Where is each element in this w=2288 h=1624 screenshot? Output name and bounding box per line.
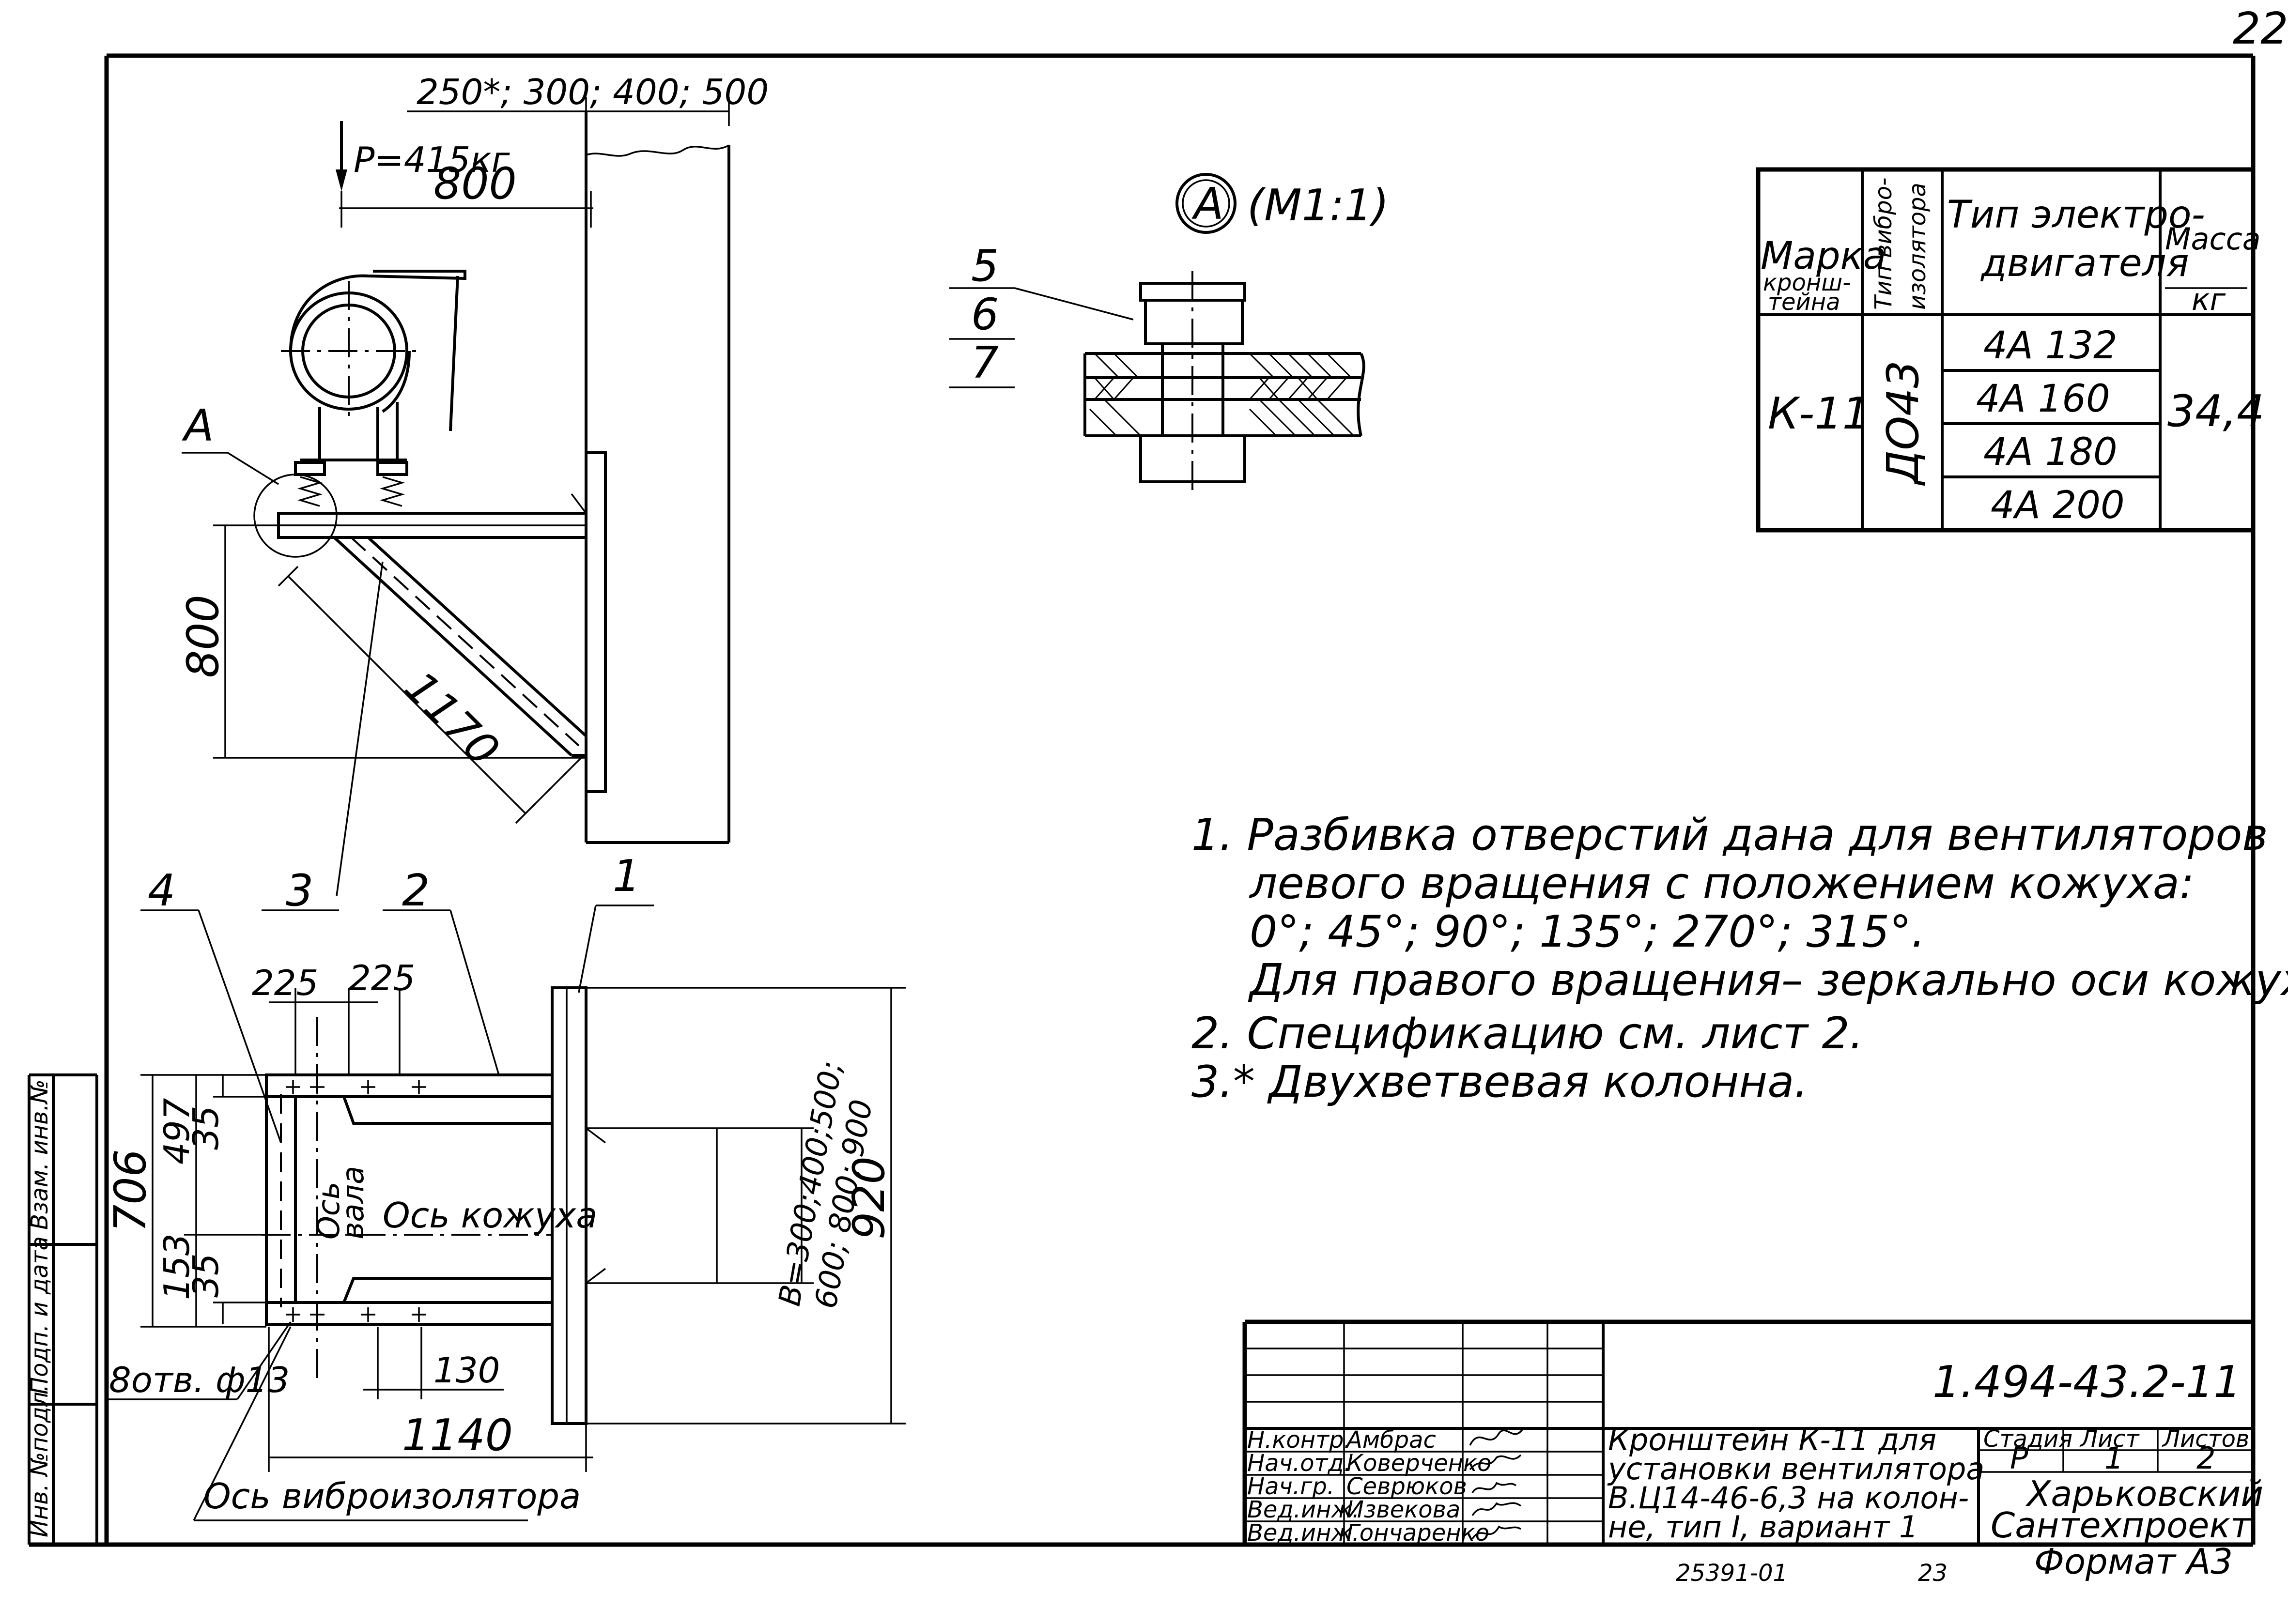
note-line-1: 1. Разбивка отверстий дана для вентилято… (1191, 810, 2268, 860)
cell-isolator: ДО43 (1878, 360, 1929, 486)
dim-1170: 1170 (394, 661, 509, 776)
name-4: Извекова (1346, 1496, 1460, 1523)
side-view: 250*; 300; 400; 500 P=415кг 800 (178, 72, 769, 896)
doc-code: 1.494-43.2-11 (1932, 1357, 2242, 1408)
hdr-mass: Масса (2165, 221, 2261, 257)
title-line-4: не, тип I, вариант 1 (1608, 1509, 1918, 1545)
dim-706: 706 (105, 1149, 156, 1232)
note-line-3: 0°; 45°; 90°; 135°; 270°; 315°. (1250, 906, 1925, 957)
footer-archive: 25391-01 (1676, 1560, 1788, 1587)
pos-3: 3 (286, 865, 313, 916)
dim-1140: 1140 (402, 1410, 513, 1461)
notes: 1. Разбивка отверстий дана для вентилято… (1191, 810, 2288, 1107)
role-3: Нач.гр. (1247, 1473, 1334, 1500)
stage-value: Р (2010, 1440, 2028, 1476)
cell-motor-3: 4А 180 (1983, 430, 2118, 474)
detail-pos-7: 7 (971, 337, 999, 388)
name-5: Гончаренко (1346, 1519, 1489, 1547)
cell-motor-4: 4А 200 (1991, 484, 2125, 527)
detail-a-label: A (1191, 179, 1224, 230)
axis-shaft-1: Ось (311, 1182, 346, 1240)
hdr-iso-1: Тип вибро- (1870, 178, 1897, 310)
axis-shaft-2: вала (335, 1166, 371, 1240)
dim-225-a: 225 (252, 963, 318, 1003)
cell-motor-2: 4А 160 (1976, 377, 2110, 421)
hdr-mark-2: кронш- (1763, 269, 1851, 296)
footer-format: Формат А3 (2034, 1541, 2233, 1582)
callout-a: A (182, 400, 214, 451)
title-line-2: установки вентилятора (1607, 1451, 1984, 1486)
title-line-1: Кронштейн К-11 для (1608, 1422, 1936, 1457)
holes-label: 8отв. ф13 (109, 1360, 290, 1400)
sheets-label: Листов (2162, 1425, 2249, 1453)
dim-800-vertical: 800 (178, 595, 229, 678)
detail-pos-6: 6 (971, 289, 999, 340)
dim-35-bottom: 35 (186, 1253, 226, 1298)
dim-920: 920 (844, 1156, 895, 1240)
bracket-table: Марка кронш- тейна Тип вибро- изолятора … (1756, 167, 2264, 533)
hdr-mass-unit: кг (2192, 282, 2226, 317)
sheet-value: 1 (2104, 1440, 2123, 1476)
title-line-3: В.Ц14-46-6,3 на колон- (1608, 1480, 1969, 1516)
sheet-label: Лист (2079, 1425, 2140, 1453)
dim-800-top: 800 (433, 158, 517, 209)
axis-isolator: Ось виброизолятора (203, 1476, 581, 1517)
dim-35-top: 35 (186, 1105, 226, 1150)
plan-view: 4 3 2 1 (105, 851, 906, 1521)
hdr-motor-1: Тип электро- (1947, 193, 2205, 237)
hdr-iso-2: изолятора (1904, 183, 1931, 310)
axis-casing: Ось кожуха (383, 1195, 597, 1236)
dim-225-b: 225 (349, 958, 415, 998)
name-2: Коверченко (1346, 1450, 1491, 1477)
role-4: Вед.инж. (1247, 1496, 1360, 1523)
sheets-value: 2 (2196, 1440, 2215, 1476)
detail-a-scale: (М1:1) (1247, 180, 1389, 231)
stamp-repl-inv: Взам. инв.№ (26, 1079, 53, 1230)
note-line-2: левого вращения с положением кожуха: (1249, 858, 2194, 909)
dim-153: 153 (156, 1234, 197, 1300)
load-label: P=415кг (354, 139, 510, 180)
cell-mass: 34,4 (2167, 386, 2264, 437)
cell-mark: К-11 (1768, 388, 1870, 439)
stamp-sign-date: Подп. и дата (26, 1236, 53, 1394)
note-line-4: Для правого вращения– зеркально оси кожу… (1248, 955, 2288, 1006)
pos-4: 4 (148, 865, 175, 916)
stage-label: Стадия (1983, 1425, 2072, 1453)
note-line-5: 2. Спецификацию см. лист 2. (1191, 1008, 1863, 1059)
column-dims: 250*; 300; 400; 500 (417, 72, 769, 112)
hdr-mark-3: тейна (1768, 289, 1840, 316)
dim-130: 130 (433, 1350, 500, 1391)
stamp-inv-orig: Инв. №подл. (26, 1384, 53, 1537)
side-stamp: Взам. инв.№ Подп. и дата Инв. №подл. (26, 1079, 53, 1537)
title-block: 1.494-43.2-11 Н.контр. Нач.отд. Нач.гр. … (1242, 1319, 2263, 1547)
pos-2: 2 (402, 865, 430, 916)
org-1: Харьковский (2025, 1473, 2263, 1514)
note-line-6: 3.* Двухветвевая колонна. (1191, 1057, 1808, 1107)
pos-1: 1 (613, 851, 640, 902)
role-5: Вед.инж. (1247, 1519, 1360, 1547)
dim-497: 497 (156, 1098, 197, 1164)
footer-num: 23 (1918, 1560, 1948, 1587)
org-2: Сантехпроект (1991, 1505, 2252, 1546)
name-3: Севрюков (1346, 1473, 1467, 1500)
cell-motor-1: 4А 132 (1983, 324, 2118, 368)
detail-pos-5: 5 (971, 241, 999, 291)
signatures (1469, 1427, 1596, 1540)
page-number: 22 (2233, 3, 2288, 54)
name-1: Амбрас (1345, 1426, 1436, 1454)
detail-a: A (М1:1) 5 6 7 (949, 173, 1389, 494)
hdr-motor-2: двигателя (1980, 242, 2189, 285)
role-1: Н.контр. (1247, 1426, 1351, 1454)
role-2: Нач.отд. (1247, 1450, 1351, 1477)
hdr-mark-1: Марка (1761, 234, 1886, 278)
